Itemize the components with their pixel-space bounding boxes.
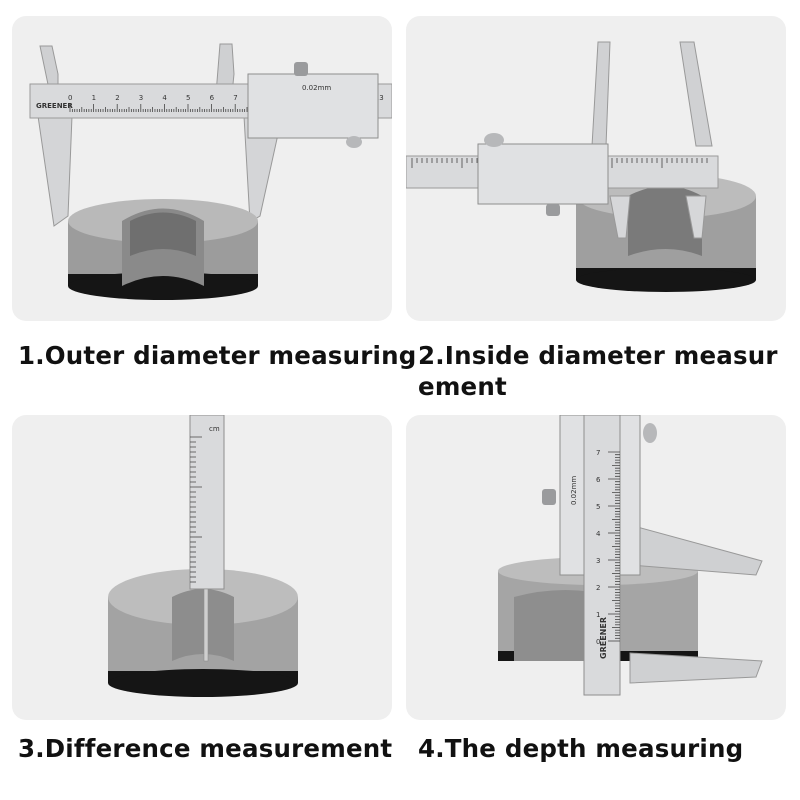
inside-jaw-moving <box>591 41 611 147</box>
main-scale: 0 1 2 3 4 5 6 7 <box>596 449 620 646</box>
outer-diameter-photo: GREENER 012345678910111213 0.02mm <box>12 16 392 321</box>
depth-measuring-illustration: 0.02mm 0 1 2 3 4 5 6 7 GREENER <box>498 415 763 696</box>
depth-roller <box>484 133 504 147</box>
lower-jaw <box>629 652 763 684</box>
resolution-label: 0.02mm <box>302 84 331 92</box>
lower-jaw-moving <box>609 195 631 239</box>
thumb-screw <box>294 62 308 76</box>
lower-jaw-fixed <box>37 115 73 227</box>
depth-measuring-photo: 0.02mm 0 1 2 3 4 5 6 7 GREENER <box>406 415 786 720</box>
depth-roller <box>643 423 657 443</box>
outer-diameter-illustration: GREENER 012345678910111213 0.02mm <box>29 43 392 300</box>
caption-outer-diameter: 1.Outer diameter measuring <box>18 341 417 370</box>
scale-number: 5 <box>186 94 190 102</box>
caption-inside-diameter: 2.Inside diameter measur ement <box>418 341 778 401</box>
cylinder-workpiece <box>68 199 258 300</box>
scale-number: 1 <box>92 94 96 102</box>
scale-number: 2 <box>115 94 119 102</box>
brand-logo: GREENER <box>599 617 608 659</box>
scale-number: 0 <box>68 94 72 102</box>
brand-logo: GREENER <box>36 102 73 110</box>
inside-jaw-fixed <box>679 41 713 147</box>
thumb-screw <box>546 204 560 216</box>
lower-jaw-fixed <box>685 195 707 239</box>
scale-number: 7 <box>233 94 237 102</box>
depth-roller <box>346 136 362 148</box>
difference-measurement-illustration: cm <box>108 415 298 697</box>
scale-number: 1 <box>596 611 600 619</box>
resolution-label: 0.02mm <box>570 476 578 505</box>
caption-depth-measuring: 4.The depth measuring <box>418 734 744 763</box>
scale-number: 0 <box>596 638 600 646</box>
depth-rod <box>203 588 209 662</box>
scale-number: 5 <box>596 503 600 511</box>
inside-diameter-photo <box>406 16 786 321</box>
scale-number: 4 <box>162 94 167 102</box>
thumb-screw <box>542 489 556 505</box>
scale-number: 6 <box>596 476 601 484</box>
scale-number: 3 <box>596 557 600 565</box>
scale-number: 13 <box>375 94 384 102</box>
vernier-slider <box>247 73 379 139</box>
difference-measurement-photo: cm <box>12 415 392 720</box>
main-scale <box>190 436 202 583</box>
scale-number: 7 <box>596 449 600 457</box>
caption-difference-measurement: 3.Difference measurement <box>18 734 393 763</box>
unit-label: cm <box>209 425 220 433</box>
cylinder-workpiece <box>108 569 298 697</box>
scale-number: 3 <box>139 94 143 102</box>
scale-number: 6 <box>210 94 215 102</box>
scale-number: 2 <box>596 584 600 592</box>
scale-number: 4 <box>596 530 601 538</box>
inside-diameter-illustration <box>406 41 756 292</box>
vernier-slider <box>477 143 609 205</box>
